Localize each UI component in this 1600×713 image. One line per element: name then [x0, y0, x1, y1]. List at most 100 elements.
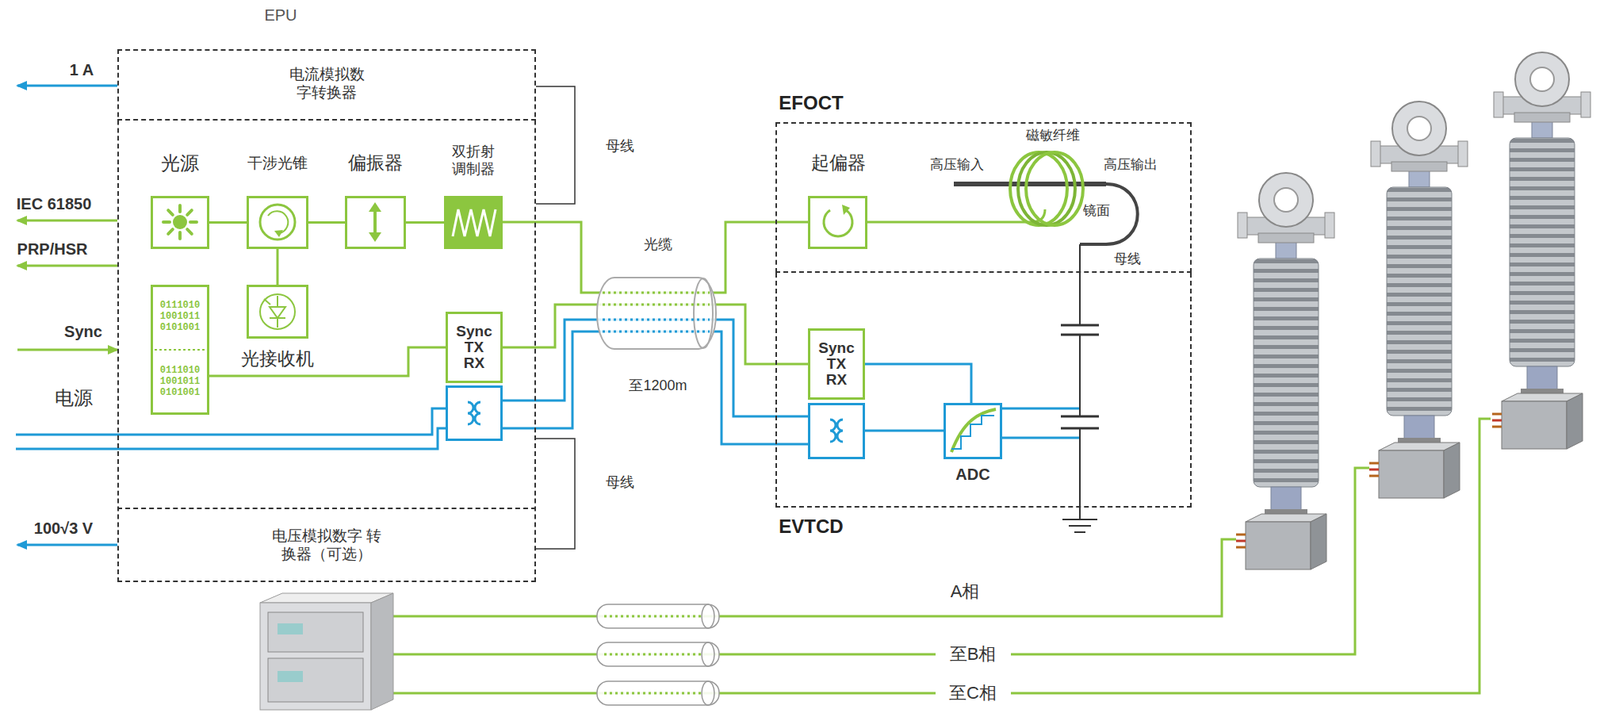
- fiber-cable: [602, 330, 710, 334]
- fiber-cable: [597, 604, 720, 705]
- node-label: 0111010 1001011 0101001: [156, 365, 204, 399]
- fiber-cable: [597, 604, 720, 628]
- diagram-label: 至1200m: [628, 377, 687, 395]
- node-label: 偏振器: [348, 152, 403, 175]
- converter-section: 电流模拟数字转换器: [117, 49, 536, 121]
- fiber-cable: [701, 681, 715, 705]
- signal-connector: [308, 221, 345, 224]
- epu-enclosure: EPU电流模拟数字转换器光源干涉光锥偏振器双折射调制器0111010 10010…: [117, 49, 536, 582]
- diagram-label: Sync: [64, 321, 103, 341]
- receiver-box: 光接收机: [246, 284, 309, 339]
- optical-icons: [264, 298, 271, 305]
- control-cabinet: [371, 593, 394, 710]
- coupler-box: 干涉光锥: [246, 195, 309, 249]
- sensor-head: [1079, 183, 1138, 245]
- optical-icons: [260, 204, 295, 240]
- adc-box: ADC: [943, 402, 1003, 460]
- diagram-label: 至C相: [949, 682, 997, 704]
- fiber-cable: [604, 653, 705, 656]
- diagram-label: PRP/HSR: [17, 239, 89, 259]
- power-wires: [865, 429, 944, 433]
- optical-icons: [168, 210, 173, 215]
- node-label: Sync TX RX: [816, 340, 857, 388]
- diagram-label: 高压输出: [1103, 156, 1158, 173]
- node-label: 电压模拟数字 转换器（可选）: [271, 527, 383, 564]
- node-label: 光接收机: [241, 348, 314, 371]
- diagram-label: 母线: [605, 474, 635, 492]
- io-arrows: [17, 543, 118, 547]
- diagram-label: A相: [950, 581, 980, 602]
- control-cabinet: [260, 593, 394, 603]
- light-source-box: 光源: [150, 195, 210, 249]
- fiber-cable: [597, 681, 720, 705]
- diagram-label: 至B相: [949, 643, 997, 665]
- polarizer-box: 偏振器: [344, 195, 406, 249]
- power-wires: [1002, 436, 1080, 440]
- capacitor-divider: [1060, 244, 1099, 533]
- diagram-label: 1 A: [69, 60, 94, 80]
- fiber-cable: [693, 278, 713, 349]
- sensor-head: [867, 152, 1138, 245]
- node-label: 电流模拟数字转换器: [287, 65, 368, 103]
- fiber-cable: [602, 318, 710, 322]
- node-label: Sync TX RX: [454, 323, 494, 372]
- signal-connector: [865, 363, 972, 403]
- fiber-cable: [602, 291, 710, 295]
- io-arrows: [17, 348, 118, 352]
- node-label: 光源: [160, 152, 200, 176]
- node-label: 干涉光锥: [247, 154, 308, 173]
- signal-connector: [209, 347, 446, 376]
- control-cabinet: [267, 612, 364, 652]
- optical-icons: [267, 210, 288, 234]
- optical-icons: [276, 317, 279, 328]
- fiber-cable: [597, 277, 716, 349]
- coupler-symbol: [837, 419, 843, 442]
- coupler-symbol: [467, 401, 474, 425]
- adc-symbol: [951, 415, 995, 449]
- adc-symbol: [951, 409, 996, 452]
- fiber-cable: [701, 642, 715, 667]
- optical-icons: [368, 232, 382, 242]
- coupler-symbol: [809, 404, 865, 459]
- optical-icons: [178, 232, 182, 239]
- optical-icons: [269, 306, 286, 318]
- diagram-label: 光缆: [643, 236, 673, 254]
- signal-connector: [276, 248, 280, 285]
- power-wires: [15, 428, 446, 449]
- optical-icons: [276, 295, 279, 307]
- node-label: ADC: [955, 464, 990, 484]
- transformer-tower: [1236, 172, 1335, 570]
- fiber-cable: [701, 604, 715, 628]
- control-cabinet: [277, 670, 303, 682]
- optical-icons: [190, 220, 197, 224]
- control-cabinet: [277, 623, 303, 635]
- io-arrows: [17, 264, 118, 268]
- bus-bracket: [535, 86, 575, 204]
- io-arrows: [17, 84, 118, 88]
- phase-fibers: [393, 539, 1237, 617]
- sync-box: Sync TX RX: [807, 328, 866, 400]
- optical-icons: [178, 205, 182, 212]
- adc-symbol: [951, 409, 996, 452]
- optical-icons: [163, 205, 197, 239]
- diagram-label: IEC 61850: [16, 194, 92, 214]
- optical-icons: [823, 210, 853, 237]
- coupler-symbol: [447, 386, 502, 441]
- sensor-head: [1025, 152, 1084, 226]
- bus-bracket: [535, 438, 575, 549]
- node-label: EPU: [264, 5, 297, 25]
- sync-box: Sync TX RX: [445, 311, 503, 383]
- diagram-label: 母线: [605, 137, 635, 156]
- capacitor-divider: [1060, 325, 1099, 429]
- coupler-symbol: [474, 401, 481, 425]
- fiber-cable: [602, 303, 710, 307]
- node-label: 起偏器: [811, 152, 866, 175]
- optical-icons: [154, 197, 853, 350]
- node-label: 0111010 1001011 0101001: [156, 300, 204, 334]
- optical-icons: [452, 209, 496, 237]
- diagram-label: 高压输入: [930, 156, 984, 173]
- node-label: 双折射调制器: [449, 143, 497, 178]
- signal-connector: [209, 221, 247, 224]
- capacitor-divider: [1062, 519, 1098, 533]
